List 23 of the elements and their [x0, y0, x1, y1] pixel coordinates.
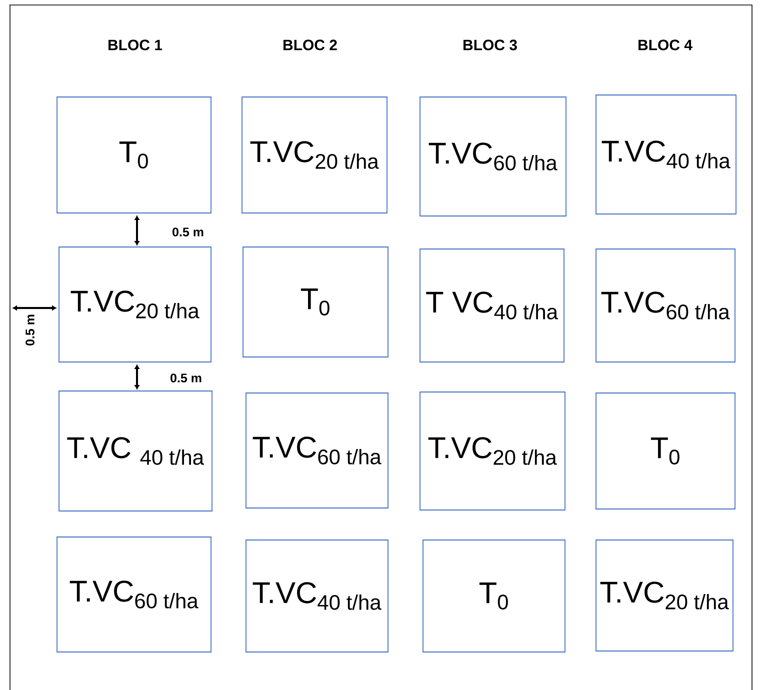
plot-box: T.VC$_{40 t/ha}$ [246, 540, 388, 652]
plot-box: T.VC$_{20 t/ha}$ [596, 540, 734, 652]
plot-box: T.VC$_{60 t/ha}$ [56, 536, 212, 652]
dimension-label: 0.5 m [170, 374, 202, 382]
dimension-label: 0.5 m [172, 228, 204, 236]
plot-box: T.VC$_{40 t/ha}$ [596, 94, 736, 214]
plot-box: T.VC$_{20 t/ha}$ [420, 392, 566, 510]
plot-box: T$_{0}$ [56, 96, 212, 214]
plot-box: T.VC$_{60 t/ha}$ [596, 248, 736, 362]
column-heading: BLOC 2 [284, 40, 337, 50]
plot-box: T.VC $_{40 t/ha}$ [58, 390, 212, 512]
column-heading: BLOC 1 [108, 40, 162, 50]
column-heading: BLOC 4 [638, 40, 692, 50]
plot-box: T VC$_{40 t/ha}$ [420, 248, 564, 362]
column-heading: BLOC 3 [464, 40, 517, 50]
plot-box: T.VC$_{20 t/ha}$ [58, 246, 212, 362]
plot-box: T.VC$_{60 t/ha}$ [246, 392, 388, 508]
plot-box: T.VC$_{20 t/ha}$ [242, 96, 388, 214]
plot-box: T$_{0}$ [242, 246, 388, 358]
plot-box: T.VC$_{60 t/ha}$ [420, 96, 566, 216]
dimension-label: 0.5 m [26, 314, 34, 346]
plot-box: T$_{0}$ [422, 540, 566, 652]
plot-box: T$_{0}$ [596, 392, 736, 510]
